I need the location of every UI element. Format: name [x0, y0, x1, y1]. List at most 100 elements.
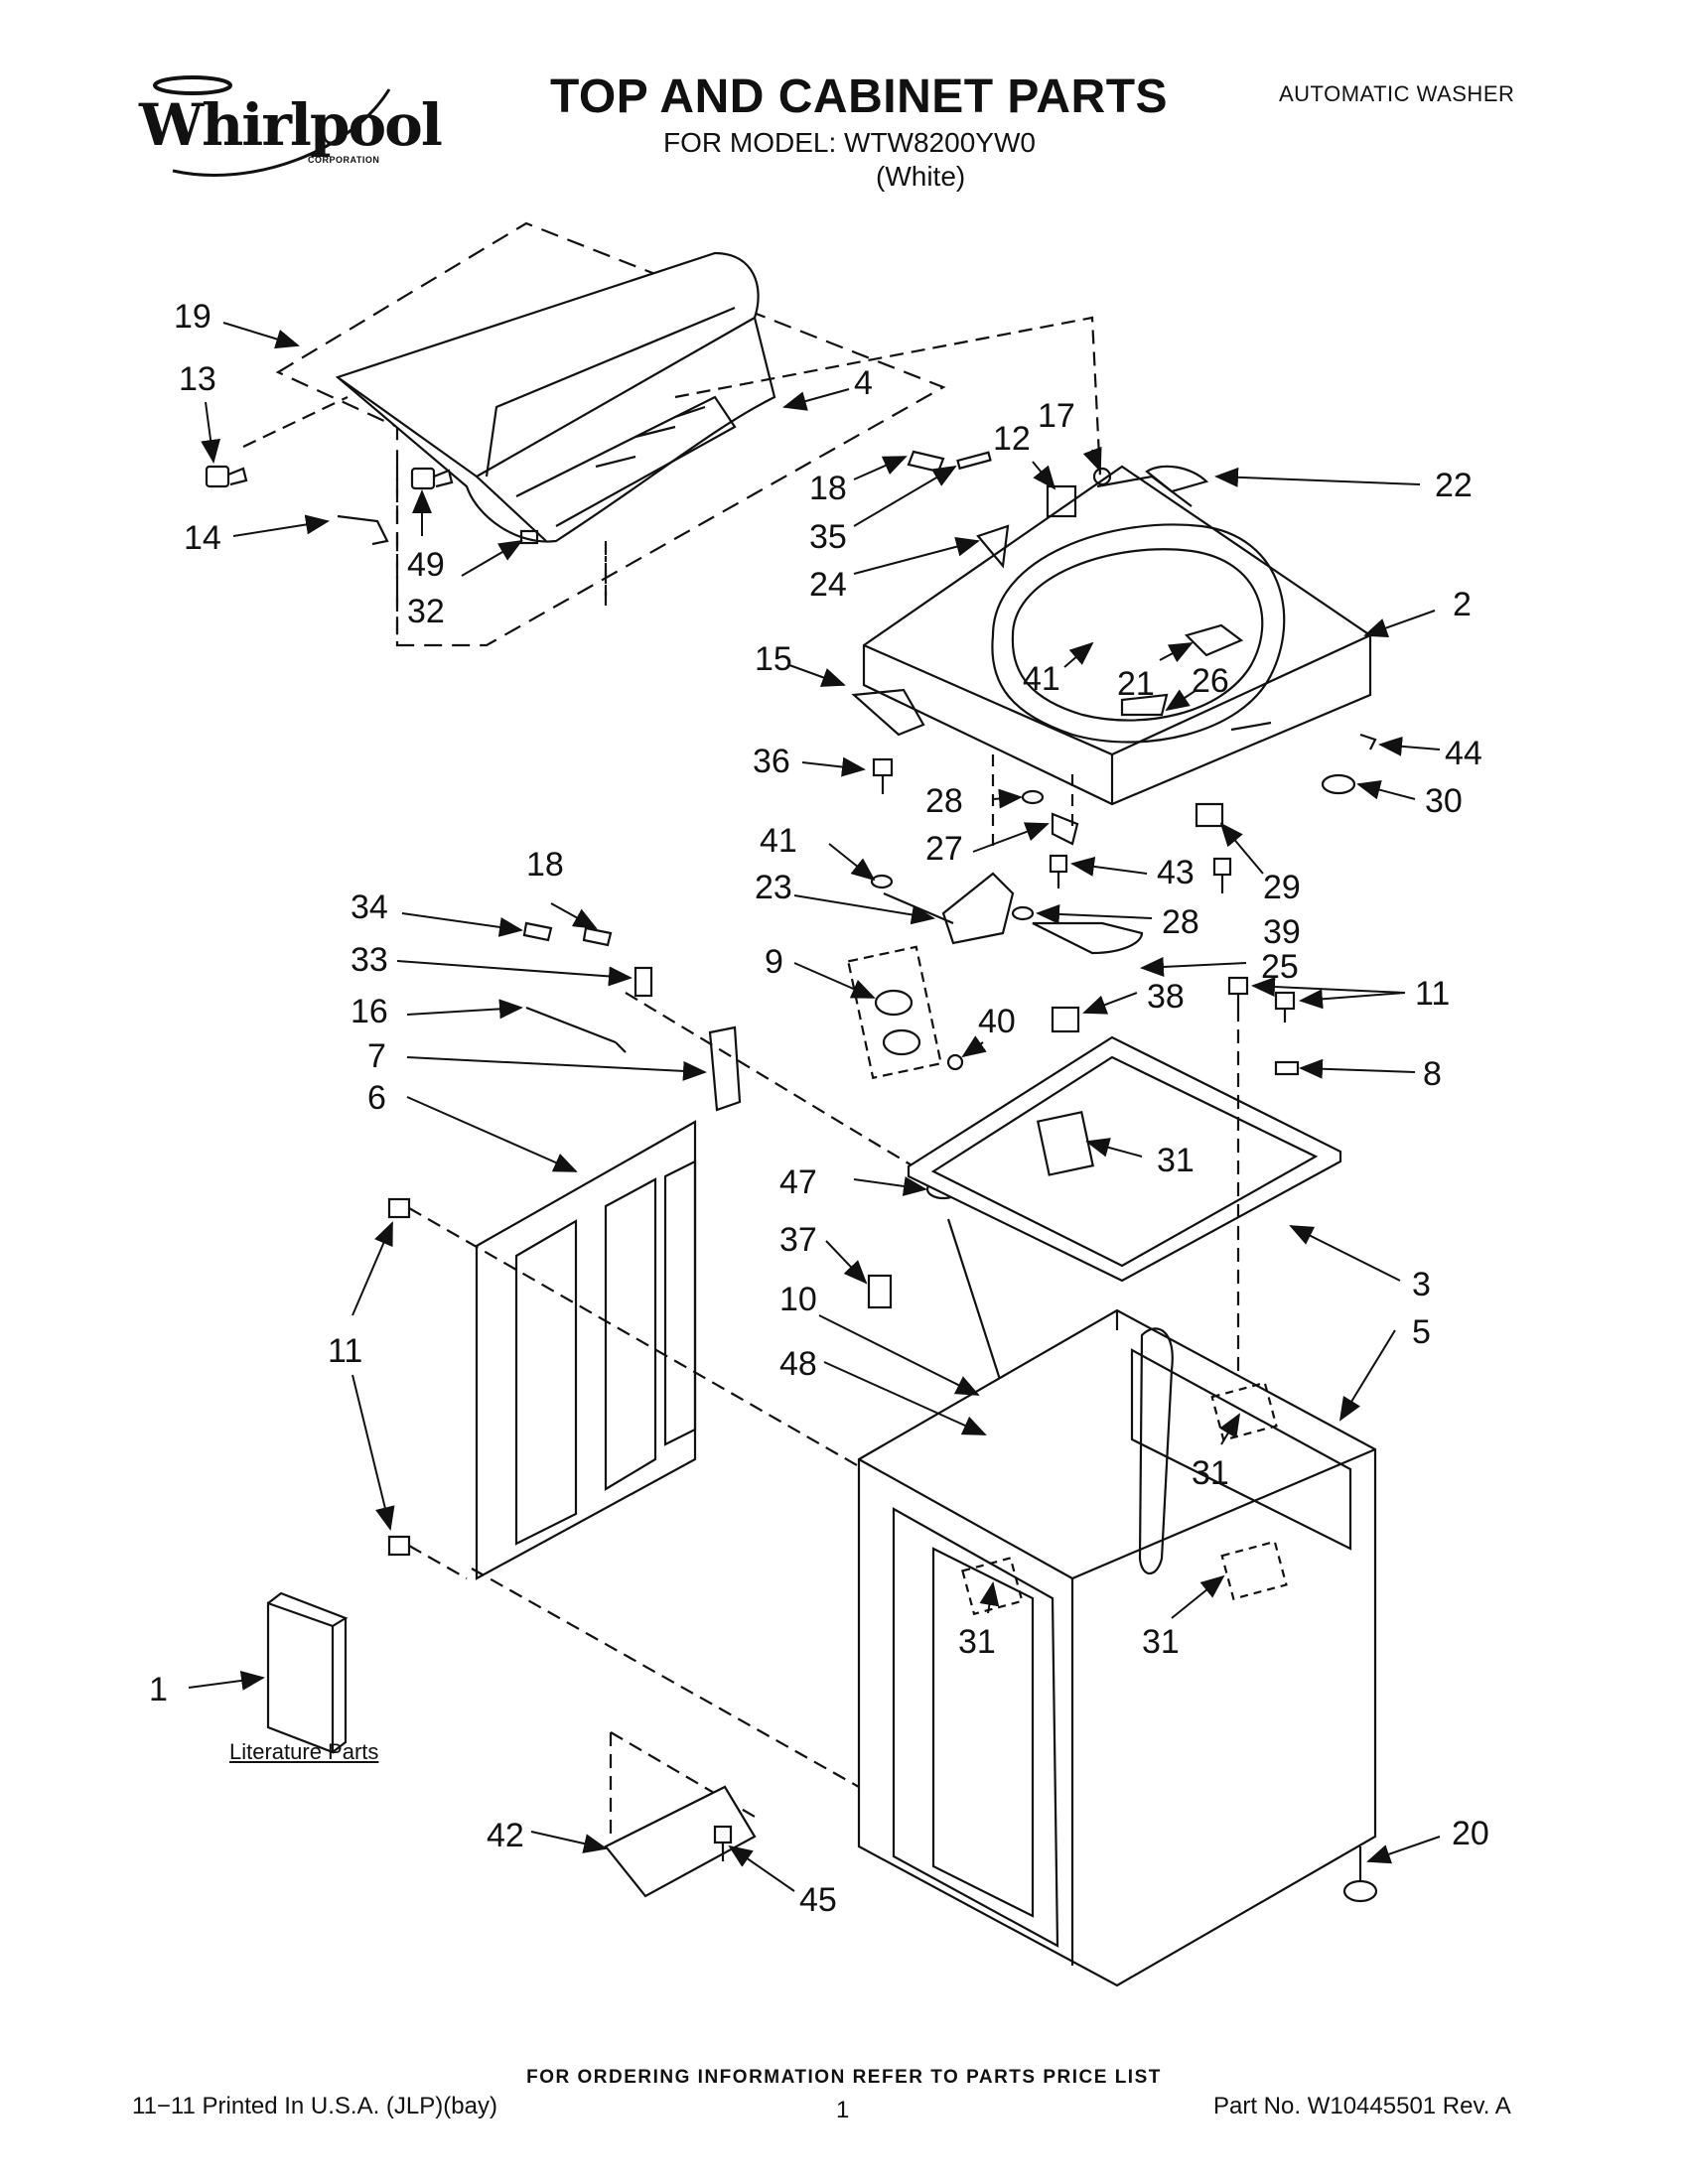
- top-panel: [862, 465, 1372, 806]
- washer-28b: [1011, 905, 1035, 921]
- callout-11a: 11: [1415, 975, 1450, 1013]
- logo-wordmark: Whirlpool: [139, 91, 443, 159]
- callout-35: 35: [809, 518, 847, 556]
- callout-18: 18: [809, 470, 847, 507]
- screw-39: [1212, 857, 1232, 893]
- pad-24: [976, 524, 1010, 569]
- callout-32: 32: [407, 593, 445, 630]
- literature-parts-label: Literature Parts: [229, 1739, 379, 1764]
- callout-31d: 31: [1142, 1623, 1180, 1661]
- screw-45: [713, 1825, 733, 1861]
- callout-31b: 31: [1192, 1454, 1229, 1492]
- callout-17: 17: [1038, 397, 1075, 435]
- callout-4: 4: [854, 364, 873, 402]
- callout-15: 15: [755, 640, 792, 678]
- callout-14: 14: [184, 519, 221, 557]
- rear-panel: [475, 1120, 697, 1580]
- callout-20: 20: [1452, 1815, 1489, 1852]
- callout-24: 24: [809, 566, 847, 604]
- callout-33: 33: [351, 941, 388, 979]
- product-type: AUTOMATIC WASHER: [1279, 81, 1515, 106]
- screw-13: [205, 465, 248, 488]
- literature-book: [266, 1591, 349, 1754]
- callout-49: 49: [407, 546, 445, 584]
- screw-17: [1092, 467, 1112, 486]
- screw-18b: [582, 926, 613, 947]
- housing-7: [708, 1025, 742, 1112]
- callout-29: 29: [1263, 869, 1301, 906]
- callout-7: 7: [367, 1037, 386, 1075]
- color-line: (White): [876, 161, 966, 192]
- callout-45: 45: [799, 1881, 837, 1919]
- pad-22: [1145, 465, 1209, 493]
- strip-35: [956, 451, 992, 471]
- callout-26: 26: [1192, 662, 1229, 700]
- clip-44: [1359, 733, 1377, 751]
- callout-11b: 11: [328, 1332, 362, 1370]
- callout-10: 10: [779, 1281, 817, 1318]
- actuator-23: [883, 872, 1015, 945]
- page-number: 1: [836, 2097, 850, 2123]
- washer-28a: [1021, 789, 1045, 805]
- callout-41b: 41: [760, 822, 797, 860]
- callout-40: 40: [978, 1003, 1016, 1040]
- damper-9: [874, 989, 921, 1056]
- callout-36: 36: [753, 743, 790, 780]
- callout-13: 13: [179, 360, 216, 398]
- callout-16: 16: [351, 993, 388, 1030]
- logo-corporation: CORPORATION: [308, 155, 380, 165]
- callout-2: 2: [1453, 586, 1472, 623]
- callout-28b: 28: [1162, 903, 1199, 941]
- hinge-12: [1046, 484, 1077, 518]
- button-30: [1321, 773, 1356, 795]
- callout-1: 1: [149, 1671, 168, 1708]
- screw-11d: [387, 1535, 411, 1557]
- callout-19: 19: [174, 298, 211, 336]
- ordering-note: FOR ORDERING INFORMATION REFER TO PARTS …: [526, 2067, 1162, 2088]
- whirlpool-logo: Whirlpool CORPORATION: [139, 71, 443, 191]
- callout-47: 47: [779, 1163, 817, 1201]
- bracket-29: [1195, 802, 1224, 828]
- print-info: 11−11 Printed In U.S.A. (JLP)(bay): [132, 2093, 497, 2119]
- callout-42: 42: [487, 1817, 524, 1854]
- callout-37: 37: [779, 1221, 817, 1259]
- foot-20: [1342, 1846, 1378, 1903]
- callout-41a: 41: [1023, 660, 1060, 698]
- part-number: Part No. W10445501 Rev. A: [1213, 2093, 1511, 2119]
- callout-12: 12: [993, 420, 1031, 458]
- base-frame: [907, 1035, 1342, 1283]
- screw-11c: [387, 1197, 411, 1219]
- bracket-33: [633, 966, 653, 998]
- callout-8: 8: [1423, 1055, 1442, 1093]
- callout-34: 34: [351, 888, 388, 926]
- callout-31c: 31: [958, 1623, 996, 1661]
- washer-41a: [870, 874, 894, 889]
- callout-3: 3: [1412, 1266, 1431, 1303]
- callout-48: 48: [779, 1345, 817, 1383]
- bracket-8: [1274, 1060, 1300, 1076]
- callout-39: 39: [1263, 913, 1301, 951]
- callout-23: 23: [755, 869, 792, 906]
- callout-44: 44: [1445, 735, 1482, 772]
- spring-25: [1032, 921, 1144, 955]
- clip-32: [519, 529, 539, 545]
- callout-5: 5: [1412, 1313, 1431, 1351]
- callout-21: 21: [1117, 665, 1155, 703]
- bracket-42: [604, 1785, 757, 1898]
- callout-43: 43: [1157, 854, 1195, 891]
- callout-22: 22: [1435, 467, 1473, 504]
- callout-38: 38: [1147, 978, 1185, 1016]
- lid: [335, 251, 776, 543]
- handle-15: [851, 688, 925, 737]
- switch-27: [1051, 812, 1079, 846]
- screw-18a: [907, 450, 945, 474]
- callout-6: 6: [367, 1079, 386, 1117]
- rod-16: [525, 1006, 627, 1053]
- screw-11a: [1227, 976, 1249, 1008]
- callout-18b: 18: [526, 846, 564, 884]
- callout-9: 9: [765, 943, 783, 981]
- clip-40: [946, 1053, 964, 1071]
- callout-30: 30: [1425, 782, 1463, 820]
- screw-43: [1049, 854, 1068, 888]
